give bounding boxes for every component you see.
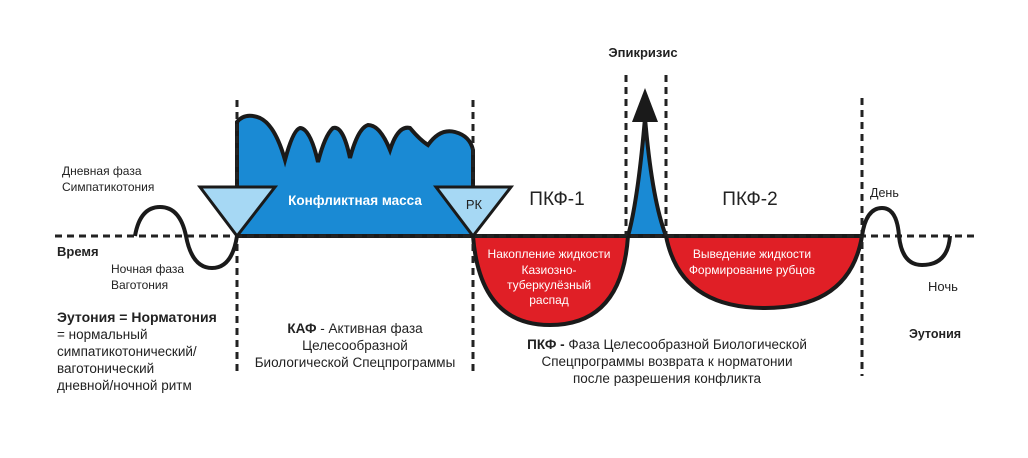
pkf1-desc-line: туберкулёзный [507,278,591,292]
pkf-title: ПКФ - Фаза Целесообразной Биологической [527,337,807,352]
pkf2-bowl [663,234,865,311]
kaf-desc-line: Биологической Спецпрограммы [255,355,456,370]
eutonia-desc-line: симпатикотонический/ [57,344,197,359]
eutonia-desc-line: дневной/ночной ритм [57,378,192,393]
epicrisis-spike [625,117,669,238]
epicrisis-label: Эпикризис [608,45,677,60]
pkf1-desc-line: распад [529,293,569,307]
rk-triangle [432,185,515,239]
rk-label: РК [466,197,483,212]
eutonia-desc-line: = нормальный [57,327,148,342]
day-label: День [870,186,899,200]
pkf1-label: ПКФ-1 [529,189,584,210]
vagotonia-label: Ваготония [111,278,168,292]
time-label: Время [57,244,99,259]
epicrisis-arrow-icon [632,88,658,122]
kaf-title: КАФ - Активная фаза [287,321,423,336]
eutonia-label: Эутония [909,327,961,341]
sympathicotonia-label: Симпатикотония [62,180,154,194]
conflict-shock-triangle [196,185,279,239]
pkf2-label: ПКФ-2 [722,189,777,210]
pkf1-desc-line: Накопление жидкости [488,247,611,261]
pkf2-desc-line: Формирование рубцов [689,263,815,277]
conflict-mass-area [235,113,475,238]
pkf1-desc-line: Казиозно- [521,263,576,277]
pkf2-desc-line: Выведение жидкости [693,247,811,261]
pkf-desc-line: Спецпрограммы возврата к норматонии [541,354,792,369]
pkf1-bowl [470,234,631,328]
kaf-desc-line: Целесообразной [302,338,408,353]
eutonia-desc-line: ваготонический [57,361,154,376]
conflict-mass-label: Конфликтная масса [288,193,422,208]
night-label: Ночь [928,279,958,294]
night-phase-label: Ночная фаза [111,262,184,276]
left-day-night-wave [133,204,239,271]
eutonia-title: Эутония = Норматония [57,309,217,325]
right-day-night-wave [860,205,952,268]
day-phase-label: Дневная фаза [62,164,142,178]
pkf-desc-line: после разрешения конфликта [573,371,762,386]
